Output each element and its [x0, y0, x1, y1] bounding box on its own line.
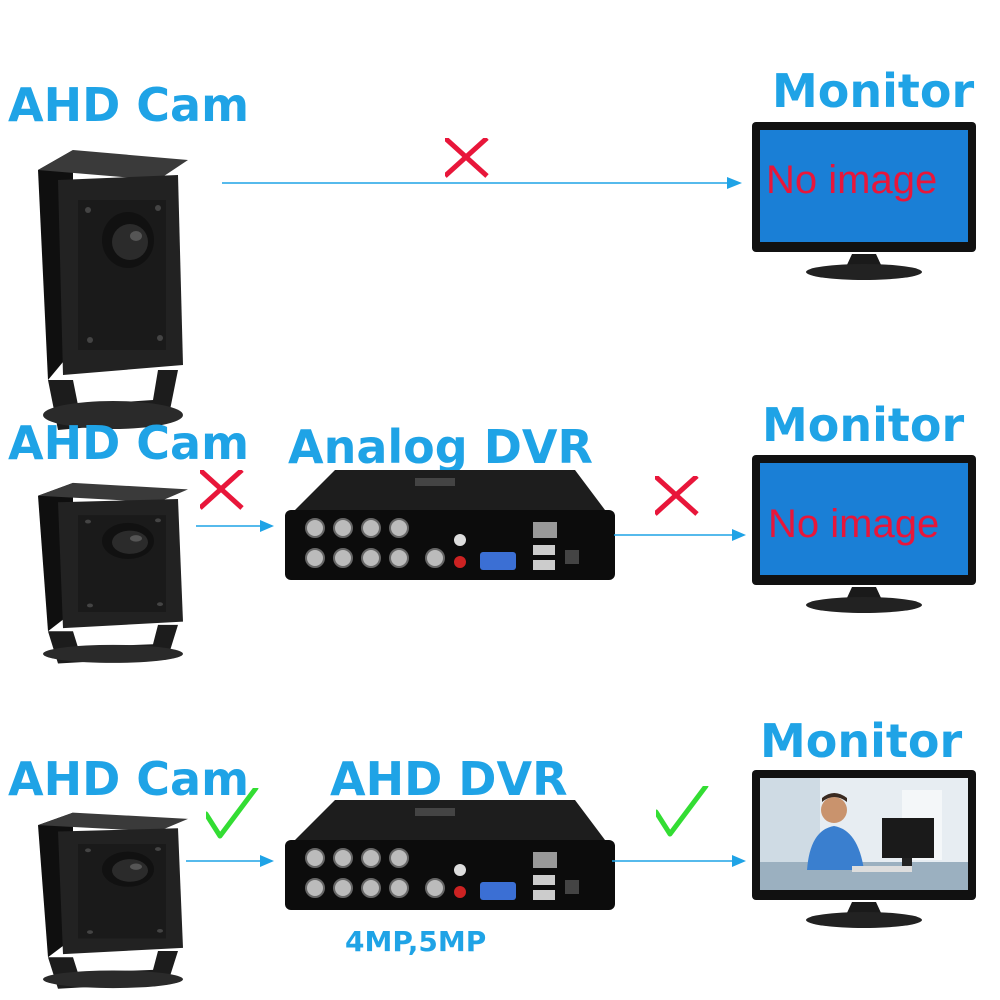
monitor-icon: [752, 770, 976, 928]
dvr-label: AHD DVR: [330, 752, 568, 806]
dvr-icon: [284, 470, 615, 580]
dvr-note: 4MP,5MP: [345, 925, 487, 958]
dvr-icon: [284, 800, 615, 910]
dvr-label: Analog DVR: [288, 420, 593, 474]
camera-icon: [38, 812, 188, 989]
arrow-icon: [614, 529, 746, 541]
check-icon: [206, 788, 262, 842]
arrow-icon: [612, 855, 746, 867]
camera-label: AHD Cam: [8, 416, 250, 470]
monitor-label: Monitor: [760, 714, 963, 768]
camera-label: AHD Cam: [8, 78, 250, 132]
camera-icon: [38, 150, 188, 430]
monitor-screen-text: No image: [768, 502, 940, 546]
monitor-icon: [752, 122, 976, 280]
camera-icon: [38, 482, 188, 664]
cross-icon: [655, 476, 701, 516]
check-icon: [656, 786, 720, 840]
cross-icon: [445, 138, 489, 178]
arrow-icon: [186, 855, 274, 867]
monitor-label: Monitor: [772, 64, 975, 118]
monitor-label: Monitor: [762, 398, 965, 452]
cross-icon: [200, 470, 246, 510]
arrow-icon: [222, 177, 742, 189]
monitor-screen-text: No image: [766, 158, 938, 202]
camera-label: AHD Cam: [8, 752, 250, 806]
arrow-icon: [196, 520, 274, 532]
